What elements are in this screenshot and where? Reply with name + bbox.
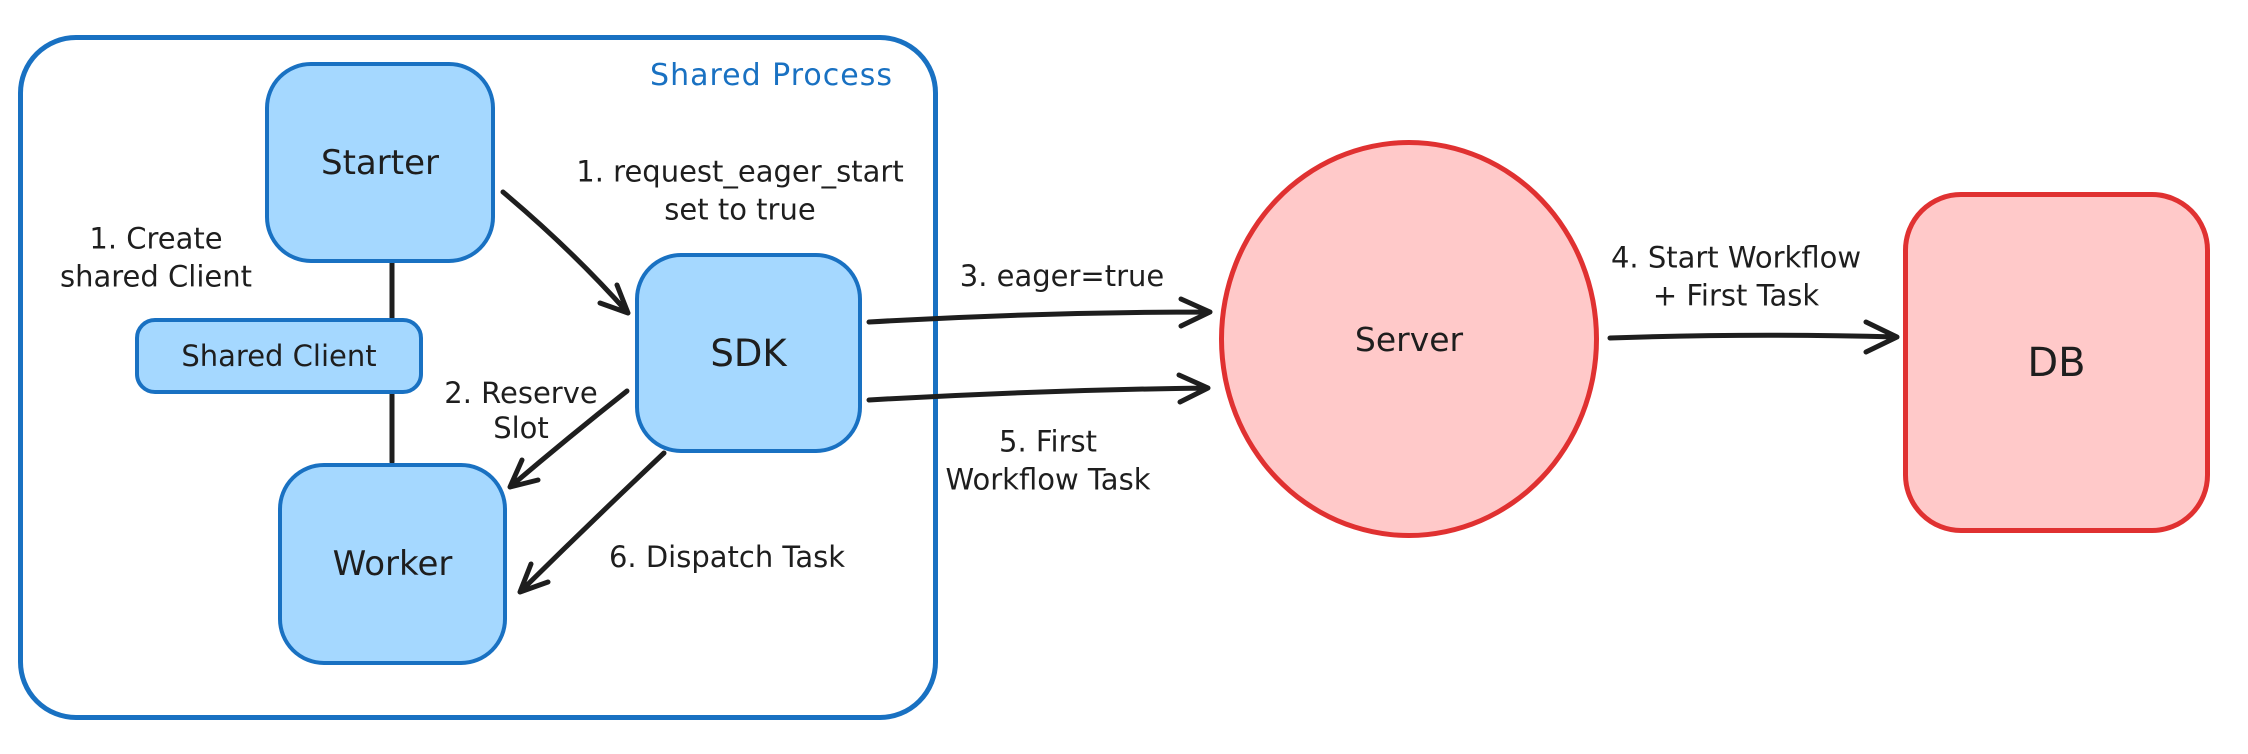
arrow-sdk-to-server-first-task <box>866 372 1211 405</box>
note-dispatch-task: 6. Dispatch Task <box>608 539 846 574</box>
note-first-workflow-task: 5. First Workflow Task <box>946 423 1151 500</box>
node-shared-client: Shared Client <box>135 318 423 394</box>
worker-label: Worker <box>332 544 453 584</box>
note-eager-true: 3. eager=true <box>959 258 1165 293</box>
note-first-wft-line1: 5. First <box>999 424 1097 459</box>
arrow-sdk-to-worker-dispatch <box>517 450 667 595</box>
arrow-sdk-to-worker-reserve <box>507 388 630 490</box>
note-reserve-slot: 2. Reserve Slot <box>444 376 597 446</box>
note-request-line1: 1. request_eager_start <box>576 154 904 189</box>
node-sdk: SDK <box>635 253 862 453</box>
arrow-server-to-db <box>1607 319 1900 355</box>
note-request-eager-start: 1. request_eager_start set to true <box>576 153 903 230</box>
arrow-sdk-to-server-eager <box>866 296 1213 329</box>
node-starter: Starter <box>265 62 495 263</box>
arrow-starter-to-sdk <box>500 189 631 316</box>
server-label: Server <box>1354 319 1464 359</box>
db-label: DB <box>2027 339 2086 386</box>
node-server: Server <box>1219 140 1599 538</box>
shared-process-label: Shared Process <box>650 58 893 93</box>
note-start-wf-line1: 4. Start Workflow <box>1610 240 1862 275</box>
note-first-wft-line2: Workflow Task <box>945 463 1151 497</box>
note-start-workflow: 4. Start Workflow + First Task <box>1611 239 1861 316</box>
note-create-shared-client: 1. Create shared Client <box>60 220 252 297</box>
note-create-line2: shared Client <box>60 260 252 294</box>
note-start-wf-line2: + First Task <box>1652 279 1820 313</box>
note-create-line1: 1. Create <box>89 221 223 256</box>
sdk-label: SDK <box>710 331 787 375</box>
node-db: DB <box>1903 192 2210 533</box>
shared-process-container: Shared Process <box>18 35 938 720</box>
note-reserve-line1: 2. Reserve <box>444 376 598 411</box>
starter-label: Starter <box>321 142 439 183</box>
note-request-line2: set to true <box>664 193 816 227</box>
node-worker: Worker <box>278 463 507 665</box>
note-reserve-line2: Slot <box>493 411 549 445</box>
shared-client-label: Shared Client <box>181 339 377 373</box>
